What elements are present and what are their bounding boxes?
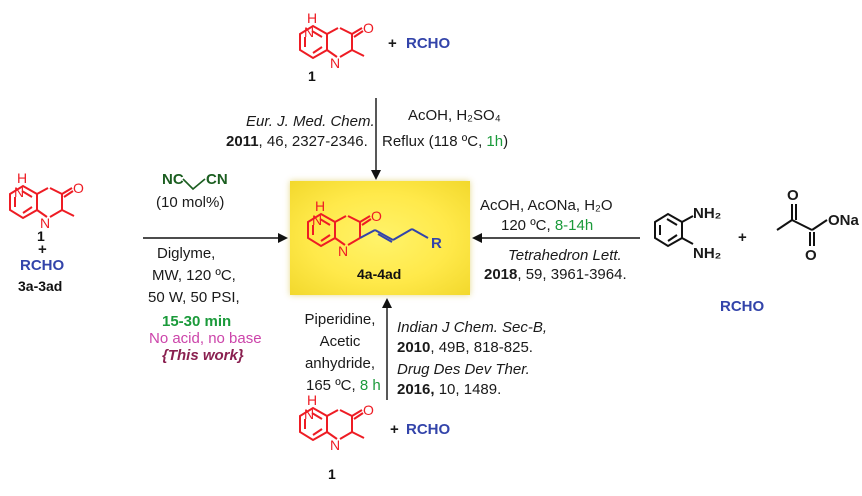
product-o-label: O — [371, 208, 382, 224]
bottom-ref2-journal: Drug Des Dev Ther. — [397, 361, 530, 378]
left-nh-label: H — [17, 170, 28, 186]
product-r-label: R — [431, 235, 442, 252]
left-solvent: Diglyme, — [157, 245, 216, 262]
product-nh-label: H — [315, 198, 326, 214]
top-condition-reagents: AcOH, H₂SO₄ — [408, 107, 501, 124]
amine-label-top: NH₂ — [693, 205, 722, 222]
bottom-cond-temp: 165 ºC, 8 h — [306, 377, 381, 394]
left-power-pressure: 50 W, 50 PSI, — [148, 289, 240, 306]
product-n4-label: N — [338, 243, 349, 259]
left-plus: + — [38, 241, 47, 258]
left-compound-label: 1 — [37, 228, 45, 244]
left-rcho: RCHO — [20, 257, 65, 274]
pyruvate-ketone-o: O — [787, 187, 799, 204]
top-ref-journal: Eur. J. Med. Chem. — [246, 113, 375, 130]
structure-product — [307, 212, 372, 248]
bottom-plus: + — [390, 421, 399, 438]
top-ref-citation: 2011, 46, 2327-2346. — [226, 133, 368, 150]
bottom-ref1-citation: 2010, 49B, 818-825. — [397, 339, 533, 356]
bottom-rcho: RCHO — [406, 421, 451, 438]
right-rcho: RCHO — [720, 298, 765, 315]
right-condition-reagents: AcOH, AcONa, H₂O — [480, 197, 613, 214]
left-n1-label: N — [14, 184, 25, 200]
catalyst-nc-left: NC — [162, 171, 184, 188]
left-aldehyde-label: 3a-3ad — [18, 278, 63, 294]
bottom-compound-label: 1 — [328, 466, 336, 482]
top-rcho: RCHO — [406, 35, 451, 52]
right-ref-journal: Tetrahedron Lett. — [508, 247, 622, 264]
bottom-ref2-citation: 2016, 10, 1489. — [397, 381, 502, 398]
top-condition-temp: Reflux (118 ºC, 1h) — [382, 133, 509, 150]
structure-phenylenediamine — [654, 212, 694, 248]
structure-left-quinoxalinone — [9, 184, 75, 220]
bottom-nh-label: H — [307, 392, 318, 408]
pyruvate-ona: ONa — [828, 212, 859, 229]
left-reaction-time: 15-30 min — [162, 313, 232, 330]
product-highlight-box — [290, 181, 470, 295]
bottom-n1-label: N — [304, 406, 315, 422]
bottom-o-label: O — [363, 402, 374, 418]
left-mw-conditions: MW, 120 ºC, — [152, 267, 236, 284]
malononitrile-bonds — [182, 178, 206, 191]
product-label: 4a-4ad — [357, 266, 402, 282]
left-no-acid-note: No acid, no base — [149, 330, 262, 347]
top-nh-label: H — [307, 10, 318, 26]
bottom-cond-line2: Acetic — [319, 333, 361, 350]
amine-label-bottom: NH₂ — [693, 245, 722, 262]
bottom-cond-line3: anhydride, — [304, 355, 376, 372]
top-n1-label: N — [304, 24, 315, 40]
top-n4-label: N — [330, 55, 341, 71]
pyruvate-carbonyl-o: O — [805, 247, 817, 264]
structure-bottom-quinoxalinone — [299, 406, 365, 442]
left-o-label: O — [73, 180, 84, 196]
catalyst-cn-right: CN — [206, 171, 228, 188]
product-n1-label: N — [312, 212, 323, 228]
this-work-label: {This work} — [162, 347, 244, 364]
structure-sodium-pyruvate — [776, 204, 828, 246]
bottom-cond-line1: Piperidine, — [304, 311, 376, 328]
bottom-ref1-journal: Indian J Chem. Sec-B, — [397, 319, 548, 336]
catalyst-loading: (10 mol%) — [156, 194, 225, 211]
structure-top-quinoxalinone — [299, 24, 365, 60]
top-compound-label: 1 — [308, 68, 316, 84]
left-n4-label: N — [40, 215, 51, 231]
product-vinyl-linker — [359, 228, 429, 243]
right-condition-temp: 120 ºC, 8-14h — [501, 217, 594, 234]
right-plus: + — [738, 229, 747, 246]
top-plus: + — [388, 35, 397, 52]
right-ref-citation: 2018, 59, 3961-3964. — [484, 266, 627, 283]
bottom-n4-label: N — [330, 437, 341, 453]
top-o-label: O — [363, 20, 374, 36]
